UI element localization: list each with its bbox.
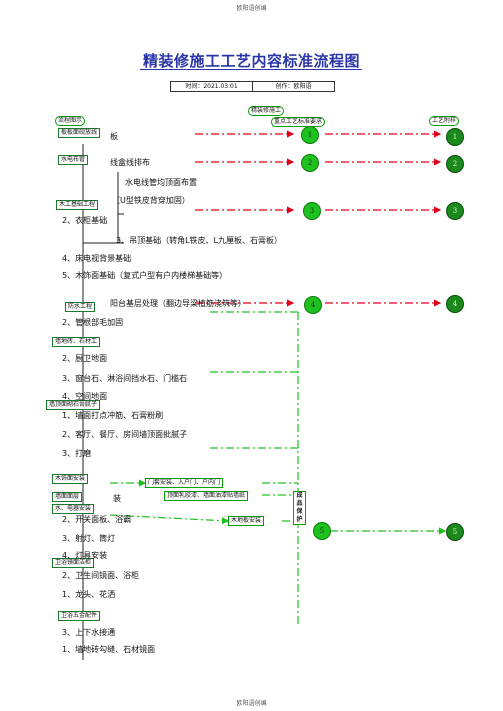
phase-box-electrical: 水、电器安装 bbox=[52, 504, 95, 514]
step: 4、床电视背景基础 bbox=[62, 254, 132, 263]
step: 3、窗台石、淋浴间挡水石、门槛石 bbox=[62, 374, 188, 383]
circle-right-3: 3 bbox=[446, 202, 464, 220]
step: 线盒线排布 bbox=[110, 158, 150, 167]
step: 1、龙头、花洒 bbox=[62, 590, 116, 599]
phase-box-bath-hardware: 卫浴五金配件 bbox=[58, 611, 101, 621]
meta-box: 时间：2021.03.01 创作：欧阳语 bbox=[170, 81, 335, 92]
phase-box-waterproof: 防水工程 bbox=[65, 302, 96, 312]
step: 4、灯具安装 bbox=[62, 551, 108, 560]
circle-right-2: 2 bbox=[446, 155, 464, 173]
phase-box-tile: 墙地砖、石材工 bbox=[52, 337, 101, 347]
page-footer: 欧阳语创编 bbox=[236, 700, 267, 707]
step: 3、上下水接通 bbox=[62, 628, 116, 637]
page-header: 欧阳语创编 bbox=[236, 5, 267, 12]
step: 3、射灯、筒灯 bbox=[62, 534, 116, 543]
step: 2、管根部毛加固 bbox=[62, 318, 124, 327]
step: 2、衣柜基础 bbox=[62, 216, 108, 225]
side-box-paint: 顶面乳胶漆、墙面油漆贴墙纸 bbox=[164, 491, 249, 501]
step: 水电线管均顶面布置 bbox=[125, 178, 197, 187]
column-phase-top: 精装修施工 bbox=[248, 106, 285, 116]
circle-right-5: 5 bbox=[446, 523, 464, 541]
step: 2、厨卫地面 bbox=[62, 354, 108, 363]
phase-box-carpentry: 木工基础工程 bbox=[56, 200, 99, 210]
step: 2、卫生间镜面、浴柜 bbox=[62, 571, 140, 580]
step: 1、墙面打点冲筋、石膏粉刷 bbox=[62, 411, 164, 420]
phase-box-wood-veneer: 木饰面安装 bbox=[52, 474, 89, 484]
phase-box-layout: 板板面砚放线 bbox=[58, 128, 101, 138]
step: 装 bbox=[113, 494, 121, 503]
phase-box-plumbing: 水电布管 bbox=[58, 155, 89, 165]
title-underline bbox=[140, 69, 362, 70]
step: 2、客厅、餐厅、房间墙顶面批腻子 bbox=[62, 430, 188, 439]
column-craft-illustration: 工艺附样 bbox=[429, 116, 460, 126]
phase-box-wall-finish: 墙面面层 bbox=[52, 492, 83, 502]
page-title: 精装修施工工艺内容标准流程图 bbox=[142, 52, 360, 70]
step: 3、吊顶基础（转角L铁皮、L九厘板、石膏板） bbox=[116, 236, 283, 245]
circle-left-4: 4 bbox=[304, 296, 322, 314]
step: 2、开关面板、浴霸 bbox=[62, 515, 132, 524]
step: 1、墙地砖勾缝、石材镜面 bbox=[62, 645, 156, 654]
circle-right-1: 1 bbox=[446, 128, 464, 146]
circle-left-5: 5 bbox=[313, 522, 331, 540]
step: 4、空间地面 bbox=[62, 392, 108, 401]
phase-box-plaster: 墙顶面砌石膏腻子 bbox=[46, 400, 101, 410]
side-box-protect: 成品保护 bbox=[293, 491, 306, 525]
circle-left-1: 1 bbox=[301, 126, 319, 144]
step: 板 bbox=[110, 132, 118, 141]
circle-right-4: 4 bbox=[446, 295, 464, 313]
meta-time: 时间：2021.03.01 bbox=[185, 83, 238, 90]
step: （U型铁皮背穿加固） bbox=[112, 196, 190, 205]
circle-left-2: 2 bbox=[301, 154, 319, 172]
step: 阳台基层处理（翻边导梁植筋浇筑等） bbox=[110, 299, 246, 308]
step: 3、打磨 bbox=[62, 449, 92, 458]
meta-author: 创作：欧阳语 bbox=[252, 82, 334, 91]
phase-box-bath-mirror: 卫浴镜面洁柜 bbox=[52, 558, 95, 568]
side-box-floor: 木地板安装 bbox=[228, 516, 265, 526]
step: 5、木饰面基础（复式户型有户内楼梯基础等） bbox=[62, 271, 228, 280]
column-process: 流程图示 bbox=[55, 116, 86, 126]
side-box-door: 门套安装、入户门、户内门 bbox=[145, 478, 224, 488]
circle-left-3: 3 bbox=[303, 202, 321, 220]
column-key-requirements: 重点工艺标准要求 bbox=[271, 117, 326, 127]
